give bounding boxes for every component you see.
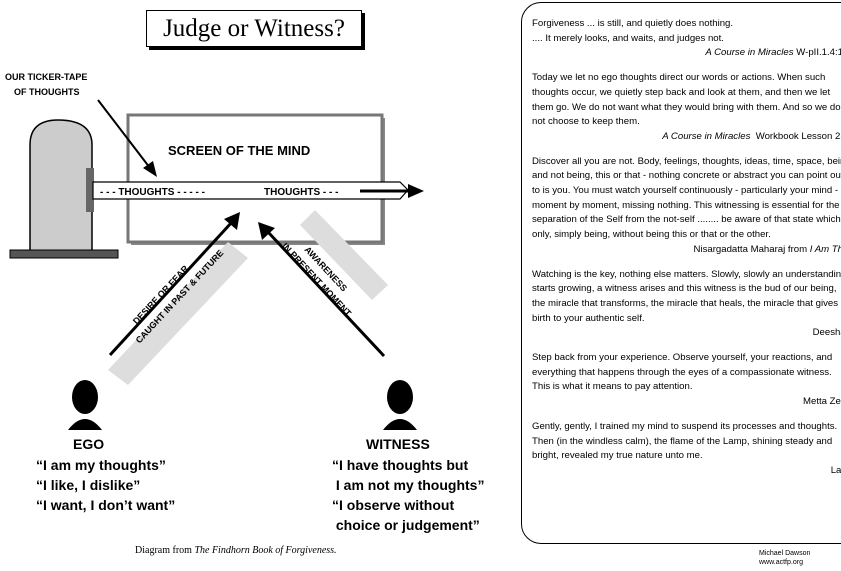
text-label: OUR TICKER-TAPE	[5, 72, 87, 82]
page-title: Judge or Witness?	[146, 10, 362, 47]
text-label: Today we let no ego thoughts direct our …	[532, 72, 841, 128]
text-label: Lalla	[830, 464, 841, 476]
text-label: choice or judgement”	[332, 517, 480, 533]
quote: Gently, gently, I trained my mind to sus…	[532, 420, 841, 479]
pointer-arrow	[97, 99, 151, 169]
text-label: Watching is the key, nothing else matter…	[532, 268, 841, 324]
quote: Today we let no ego thoughts direct our …	[532, 71, 841, 145]
text-label: A Course in Miracles	[662, 130, 751, 142]
ticker-tape-machine	[29, 119, 93, 256]
text-label: Metta Zetty	[803, 396, 841, 408]
text-label: I am not my thoughts”	[332, 477, 485, 493]
text-label: Diagram from	[135, 545, 195, 556]
text-label: “I am my thoughts”	[36, 457, 166, 473]
witness-statements: “I have thoughts but I am not my thought…	[332, 455, 484, 535]
ego-head-icon	[68, 380, 102, 430]
screen-label: SCREEN OF THE MIND	[168, 143, 310, 158]
diagram: SCREEN OF THE MIND - - - THOUGHTS - - - …	[5, 72, 424, 430]
text-label: OF THOUGHTS	[14, 87, 80, 97]
quote: Step back from your experience. Observe …	[532, 351, 841, 410]
text-label: “I want, I don’t want”	[36, 497, 176, 513]
ego-arrow	[108, 220, 234, 357]
ticker-tape	[92, 181, 409, 200]
text-label: A Course in Miracles	[705, 47, 794, 59]
text-label: Step back from your experience. Observe …	[532, 352, 833, 393]
text-label: Forgiveness ... is still, and quietly do…	[532, 18, 734, 44]
diagram-caption: Diagram from The Findhorn Book of Forgiv…	[135, 545, 337, 556]
text-label: The Findhorn Book of Forgiveness.	[194, 545, 337, 556]
text-label: Deeshan	[812, 327, 841, 339]
text-label: Gently, gently, I trained my mind to sus…	[532, 420, 838, 462]
ego-statements: “I am my thoughts” “I like, I dislike” “…	[36, 455, 175, 515]
text-label: “I like, I dislike”	[36, 477, 141, 493]
text-label: Workbook Lesson 254	[750, 130, 841, 142]
text-label: CAUGHT IN PAST & FUTURE	[134, 248, 226, 345]
quotes-panel: Forgiveness ... is still, and quietly do…	[521, 2, 841, 544]
text-label: I Am That	[809, 243, 841, 255]
witness-head-icon	[383, 380, 417, 430]
text-label: “I observe without	[332, 497, 455, 513]
ego-label: EGO	[73, 436, 105, 452]
witness-label: WITNESS	[366, 436, 430, 452]
text-label: www.actfp.org	[759, 559, 803, 566]
quote: Discover all you are not. Body, feelings…	[532, 155, 841, 258]
text-label: “I have thoughts but	[332, 457, 469, 473]
text-label: Nisargadatta Maharaj from	[693, 243, 810, 255]
text-label: THOUGHTS - - -	[264, 187, 338, 198]
text-label: Michael Dawson	[759, 550, 811, 557]
quote: Forgiveness ... is still, and quietly do…	[532, 17, 841, 61]
quote: Watching is the key, nothing else matter…	[532, 268, 841, 342]
text-label: W-pII.1.4:1,3	[796, 47, 841, 59]
witness-arrow	[266, 230, 386, 358]
author-credit: Michael Dawson www.actfp.org	[759, 549, 810, 567]
text-label: - - - THOUGHTS - - - - -	[100, 187, 205, 198]
text-label: Discover all you are not. Body, feelings…	[532, 155, 841, 241]
